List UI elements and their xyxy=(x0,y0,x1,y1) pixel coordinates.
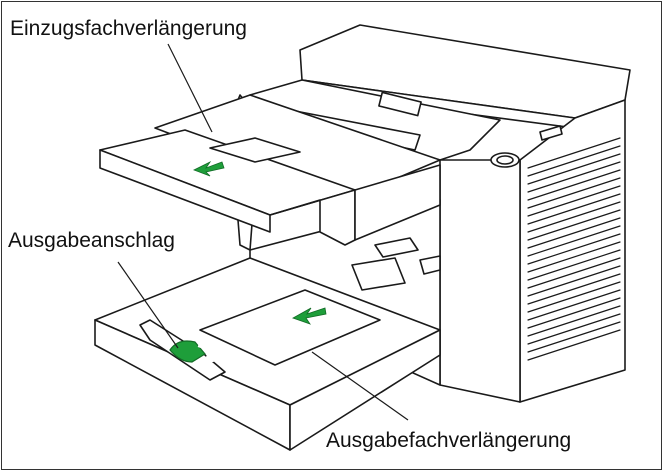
leader-line-stopper xyxy=(117,261,179,349)
leader-line-output xyxy=(311,351,409,421)
vent-slats xyxy=(527,137,621,361)
label-input-tray-extension: Einzugsfachverlängerung xyxy=(10,17,247,40)
output-stopper-icon xyxy=(169,340,214,363)
scanner-body-right xyxy=(519,99,626,403)
label-output-stopper: Ausgabeanschlag xyxy=(8,229,175,252)
scanner-body-front xyxy=(439,159,521,403)
leader-line-input xyxy=(167,43,213,133)
input-extension-arrow-icon xyxy=(193,160,225,177)
output-extension-arrow-icon xyxy=(292,307,327,325)
output-tray-extension xyxy=(199,289,381,366)
label-output-tray-extension: Ausgabefachverlängerung xyxy=(326,429,572,452)
